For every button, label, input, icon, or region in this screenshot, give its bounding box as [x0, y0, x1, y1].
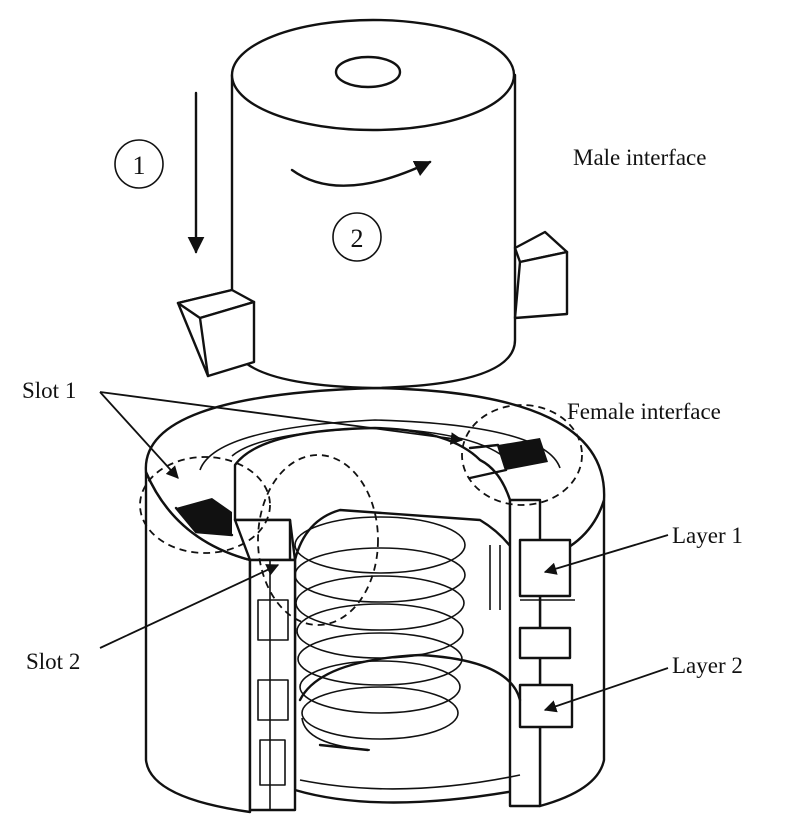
slot1-notch-right [498, 438, 548, 470]
step-1-marker: 1 [114, 139, 164, 189]
slot2-highlight [257, 454, 379, 626]
left-cut-wall [233, 518, 297, 812]
female-interface-label: Female interface [567, 399, 721, 424]
male-interface [176, 18, 569, 390]
step-2-label: 2 [351, 224, 364, 253]
slot1-notch-left [176, 498, 232, 535]
male-lug-left [176, 288, 256, 378]
female-interface [139, 386, 606, 814]
step-2-marker: 2 [332, 212, 382, 262]
slot1-highlight-right [461, 404, 583, 506]
right-cut-wall [489, 498, 575, 808]
slot2-label: Slot 2 [26, 649, 80, 674]
slot1-highlight-left [139, 456, 271, 554]
layer1-label: Layer 1 [672, 523, 743, 548]
step-1-label: 1 [133, 151, 146, 180]
layer2-label: Layer 2 [672, 653, 743, 678]
rotation-arrow-icon [290, 160, 432, 187]
male-interface-label: Male interface [573, 145, 706, 170]
leader-lines [99, 391, 669, 713]
spring [294, 516, 466, 752]
slot1-label: Slot 1 [22, 378, 76, 403]
male-lug-right [513, 230, 569, 320]
